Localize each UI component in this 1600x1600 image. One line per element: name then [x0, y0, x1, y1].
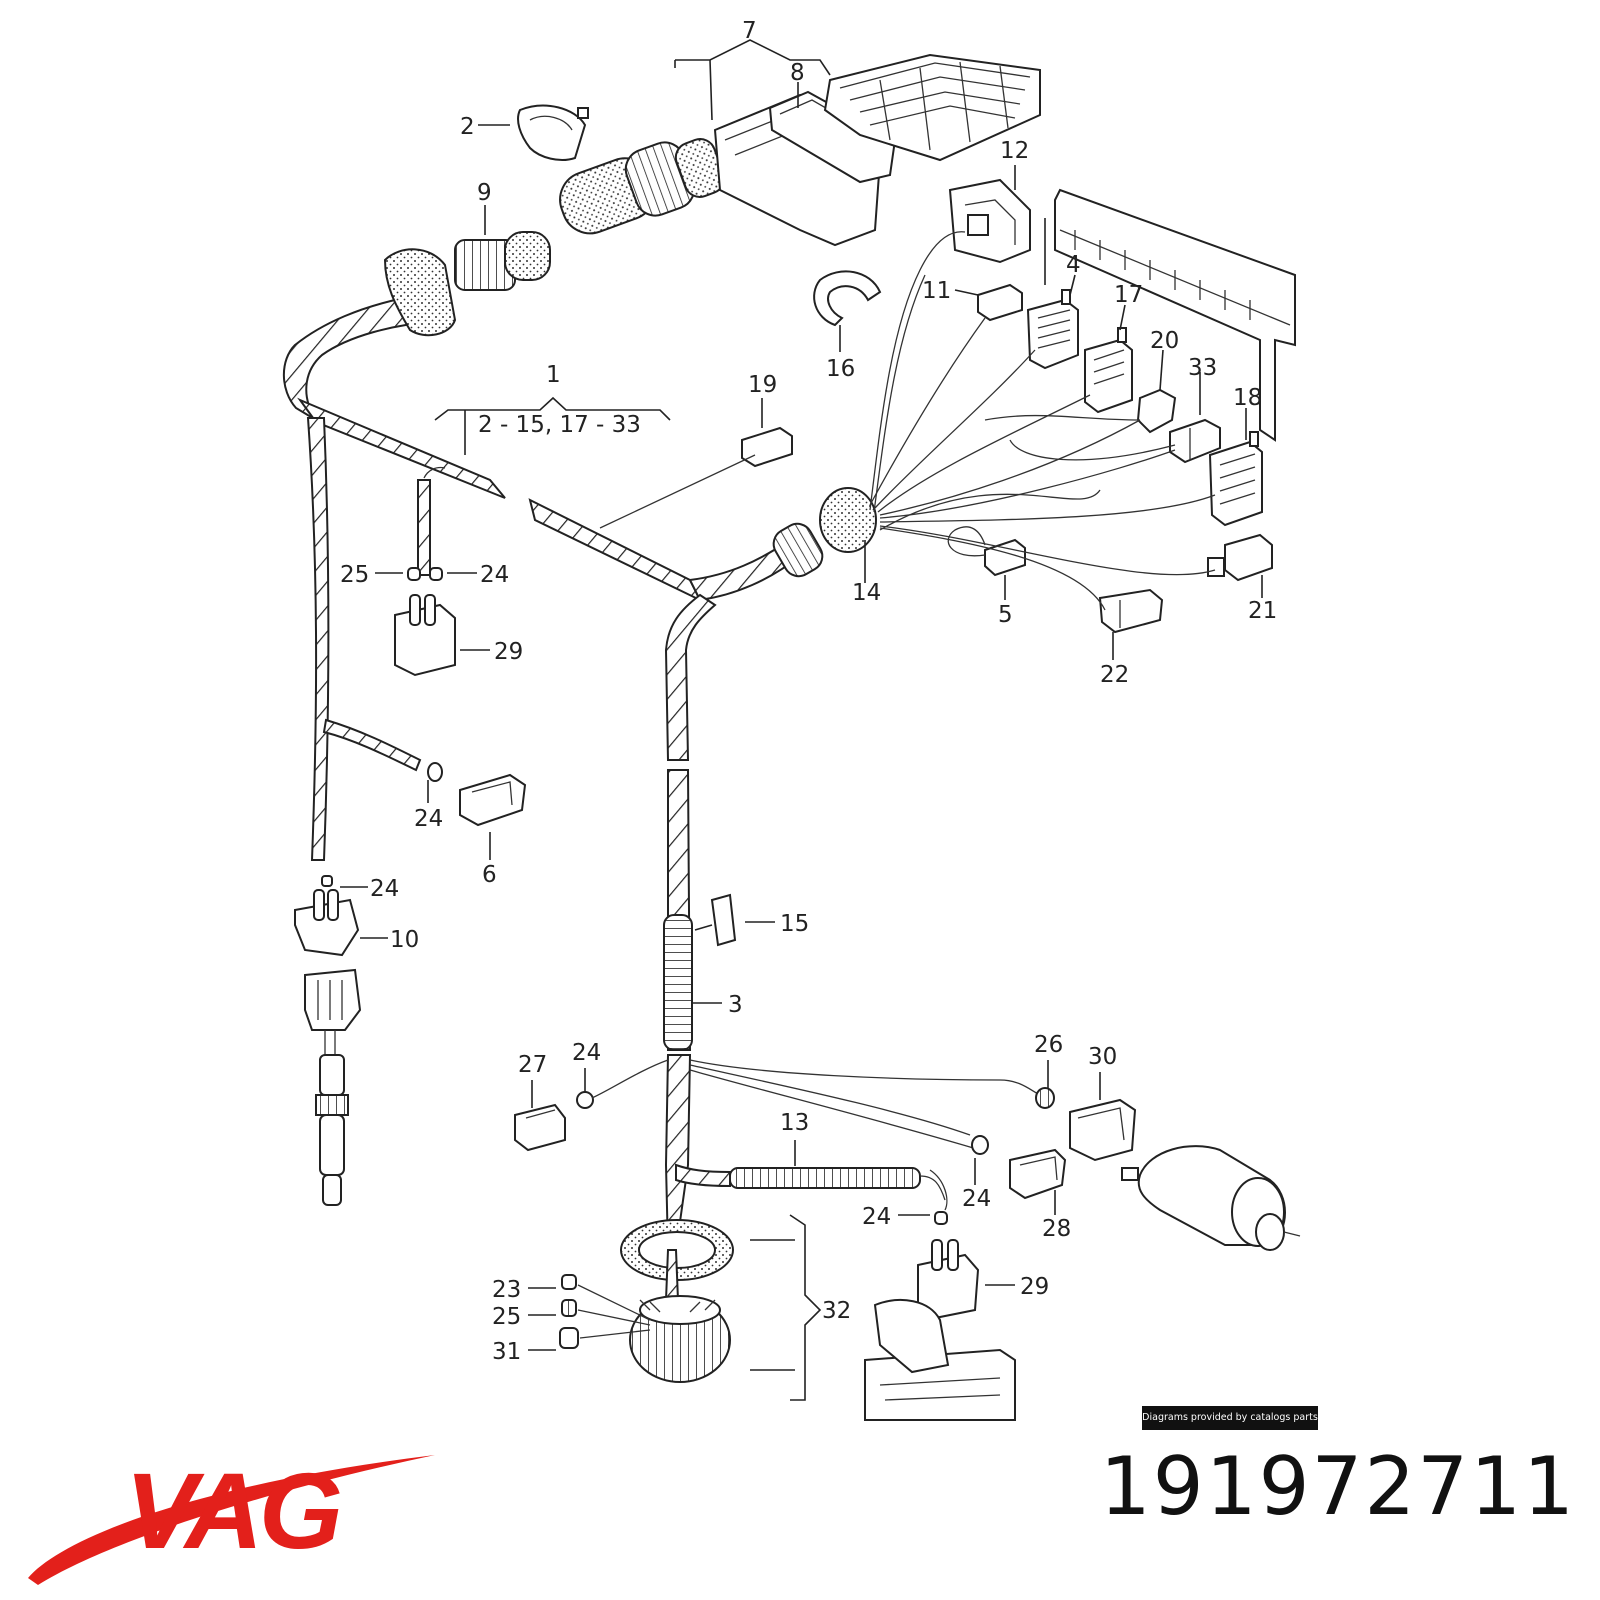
callout-16: 16 — [826, 356, 855, 382]
connector-30 — [1035, 1087, 1137, 1162]
callout-7: 7 — [742, 18, 757, 44]
callout-6: 6 — [482, 862, 497, 888]
logo-wordmark: VAG — [125, 1450, 340, 1571]
callout-25: 25 — [492, 1304, 521, 1330]
grommet-9 — [383, 231, 551, 337]
callout-27: 27 — [518, 1052, 547, 1078]
callout-12: 12 — [1000, 138, 1029, 164]
ecu-connector-7 — [713, 53, 1041, 247]
left-wire-to-6 — [322, 718, 443, 782]
callout-24: 24 — [862, 1204, 891, 1230]
sleeve-to-ecu — [559, 138, 726, 235]
callout-21: 21 — [1248, 598, 1277, 624]
callout-14: 14 — [852, 580, 881, 606]
relay-panel — [1044, 188, 1296, 442]
callout-29: 29 — [494, 639, 523, 665]
callout-24: 24 — [962, 1186, 991, 1212]
callout-24: 24 — [480, 562, 509, 588]
callout-15: 15 — [780, 911, 809, 937]
bottom-wires — [591, 1059, 1041, 1211]
connector-11 — [977, 283, 1023, 322]
callout-24: 24 — [414, 806, 443, 832]
connector-18 — [1208, 431, 1263, 527]
callout-28: 28 — [1042, 1216, 1071, 1242]
bracket-15 — [710, 893, 737, 947]
branch-wires — [599, 231, 1216, 611]
connector-19 — [741, 426, 793, 468]
callout-1-range: 2 - 15, 17 - 33 — [478, 412, 641, 438]
distributor — [864, 1299, 1016, 1421]
callout-23: 23 — [492, 1277, 521, 1303]
connector-29-lower — [917, 1211, 980, 1320]
connector-6 — [459, 773, 527, 827]
callout-19: 19 — [748, 372, 777, 398]
callouts: 7 8 2 9 12 11 4 17 16 20 33 18 1 2 - 15,… — [340, 18, 1277, 1365]
callout-17: 17 — [1114, 282, 1143, 308]
callout-1: 1 — [546, 362, 561, 388]
clip-16 — [813, 270, 882, 327]
callout-9: 9 — [477, 180, 492, 206]
connector-20 — [1136, 388, 1177, 434]
connector-17 — [1084, 327, 1133, 414]
callout-11: 11 — [922, 278, 951, 304]
connector-29-upper — [394, 567, 456, 677]
callout-20: 20 — [1150, 328, 1179, 354]
starter-solenoid — [1121, 1145, 1301, 1251]
diagram-credit: Diagrams provided by catalogs parts — [1142, 1406, 1318, 1430]
callout-32: 32 — [822, 1298, 851, 1324]
callout-18: 18 — [1233, 385, 1262, 411]
callout-13: 13 — [780, 1110, 809, 1136]
callout-4: 4 — [1066, 252, 1081, 278]
callout-25: 25 — [340, 562, 369, 588]
grommet-14 — [772, 487, 877, 578]
vag-logo: VAG — [28, 1450, 435, 1585]
connector-21 — [1207, 533, 1273, 582]
oxygen-sensor — [304, 968, 362, 1206]
callout-26: 26 — [1034, 1032, 1063, 1058]
sleeve-13 — [675, 1163, 946, 1201]
main-harness-trunk — [282, 293, 802, 1251]
grommet-32 — [559, 1219, 734, 1383]
connector-5 — [984, 538, 1026, 577]
callout-24: 24 — [572, 1040, 601, 1066]
callout-22: 22 — [1100, 662, 1129, 688]
connector-22 — [1098, 588, 1164, 634]
connector-10 — [294, 875, 360, 957]
callout-29: 29 — [1020, 1274, 1049, 1300]
callout-31: 31 — [492, 1339, 521, 1365]
callout-10: 10 — [390, 927, 419, 953]
connector-12 — [948, 178, 1031, 264]
callout-8: 8 — [790, 60, 805, 86]
callout-5: 5 — [998, 602, 1013, 628]
leader-lines — [340, 39, 1263, 1401]
callout-3: 3 — [728, 992, 743, 1018]
callout-33: 33 — [1188, 355, 1217, 381]
part-number: 191972711 — [1099, 1440, 1576, 1533]
callout-2: 2 — [460, 114, 475, 140]
cable-tie-2 — [517, 104, 589, 161]
callout-24: 24 — [370, 876, 399, 902]
connector-4 — [1026, 289, 1079, 370]
callout-30: 30 — [1088, 1044, 1117, 1070]
connector-28 — [971, 1135, 1067, 1200]
connector-27 — [514, 1091, 594, 1152]
